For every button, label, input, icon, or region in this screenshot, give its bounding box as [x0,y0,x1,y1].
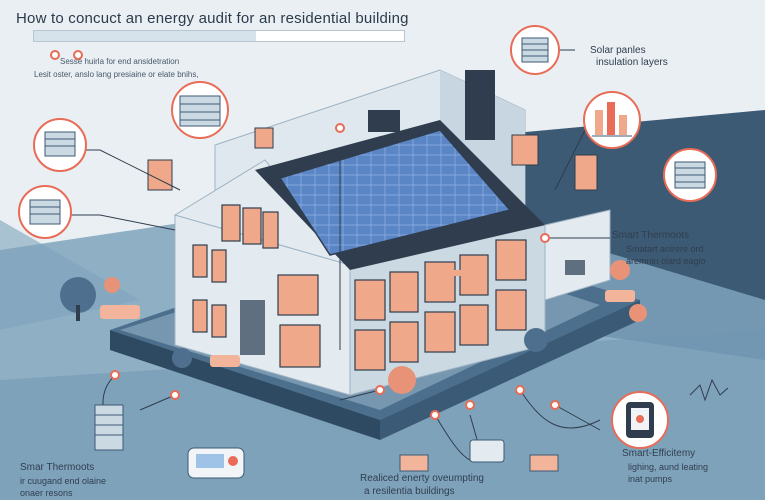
efficiency-title: Smart-Efficitemy [622,448,696,459]
subtitle-line-1: Sesse huirla for end ansidetration [60,57,180,66]
meter-device-icon [94,404,245,479]
page-title: How to concuct an energy audit for an re… [16,10,409,27]
side-windows [354,239,527,371]
solar-panel-array [278,129,512,256]
efficiency-line2: lighing, aund leating [628,462,709,472]
solar-callout-sub: insulation layers [596,57,668,68]
thermo-right-title: Smart Thermoots [612,230,690,241]
garden-sofa [100,305,140,319]
thermostat-icon [611,391,669,449]
window-callout-icon [171,81,229,139]
insulation-left-icon [18,185,72,239]
bottom-devices [399,439,559,472]
solar-stack-icon [510,25,560,75]
connector-dots [50,50,560,420]
thermo-left-line3: onaer resons [20,488,73,498]
insulation-left-top-icon [33,118,87,172]
insulation-stack-icon [663,148,717,202]
thermo-left-line2: ir cuugand end olaine [20,476,107,486]
thermo-right-line2: Smatart anirere ord [626,244,704,254]
signal-line [689,378,729,402]
bottom-caption-line2: a resilentia buildings [364,486,455,497]
thermo-right-line3: aremnin olard eagio [626,256,706,266]
title-bar [33,30,405,42]
subtitle-line-2: Lesit oster, anslo lang presiaine or ela… [34,70,199,79]
bottom-caption-line1: Realiced enerty oveumpting [360,473,484,484]
solar-callout-title: Solar panles [590,45,646,56]
bar-chart-icon [583,91,641,149]
chimney [465,70,495,140]
garden-bushes [60,260,647,394]
efficiency-line3: inat pumps [628,474,673,484]
front-door [240,300,265,355]
front-windows [192,204,321,368]
thermo-left-title: Smar Thermoots [20,462,95,473]
